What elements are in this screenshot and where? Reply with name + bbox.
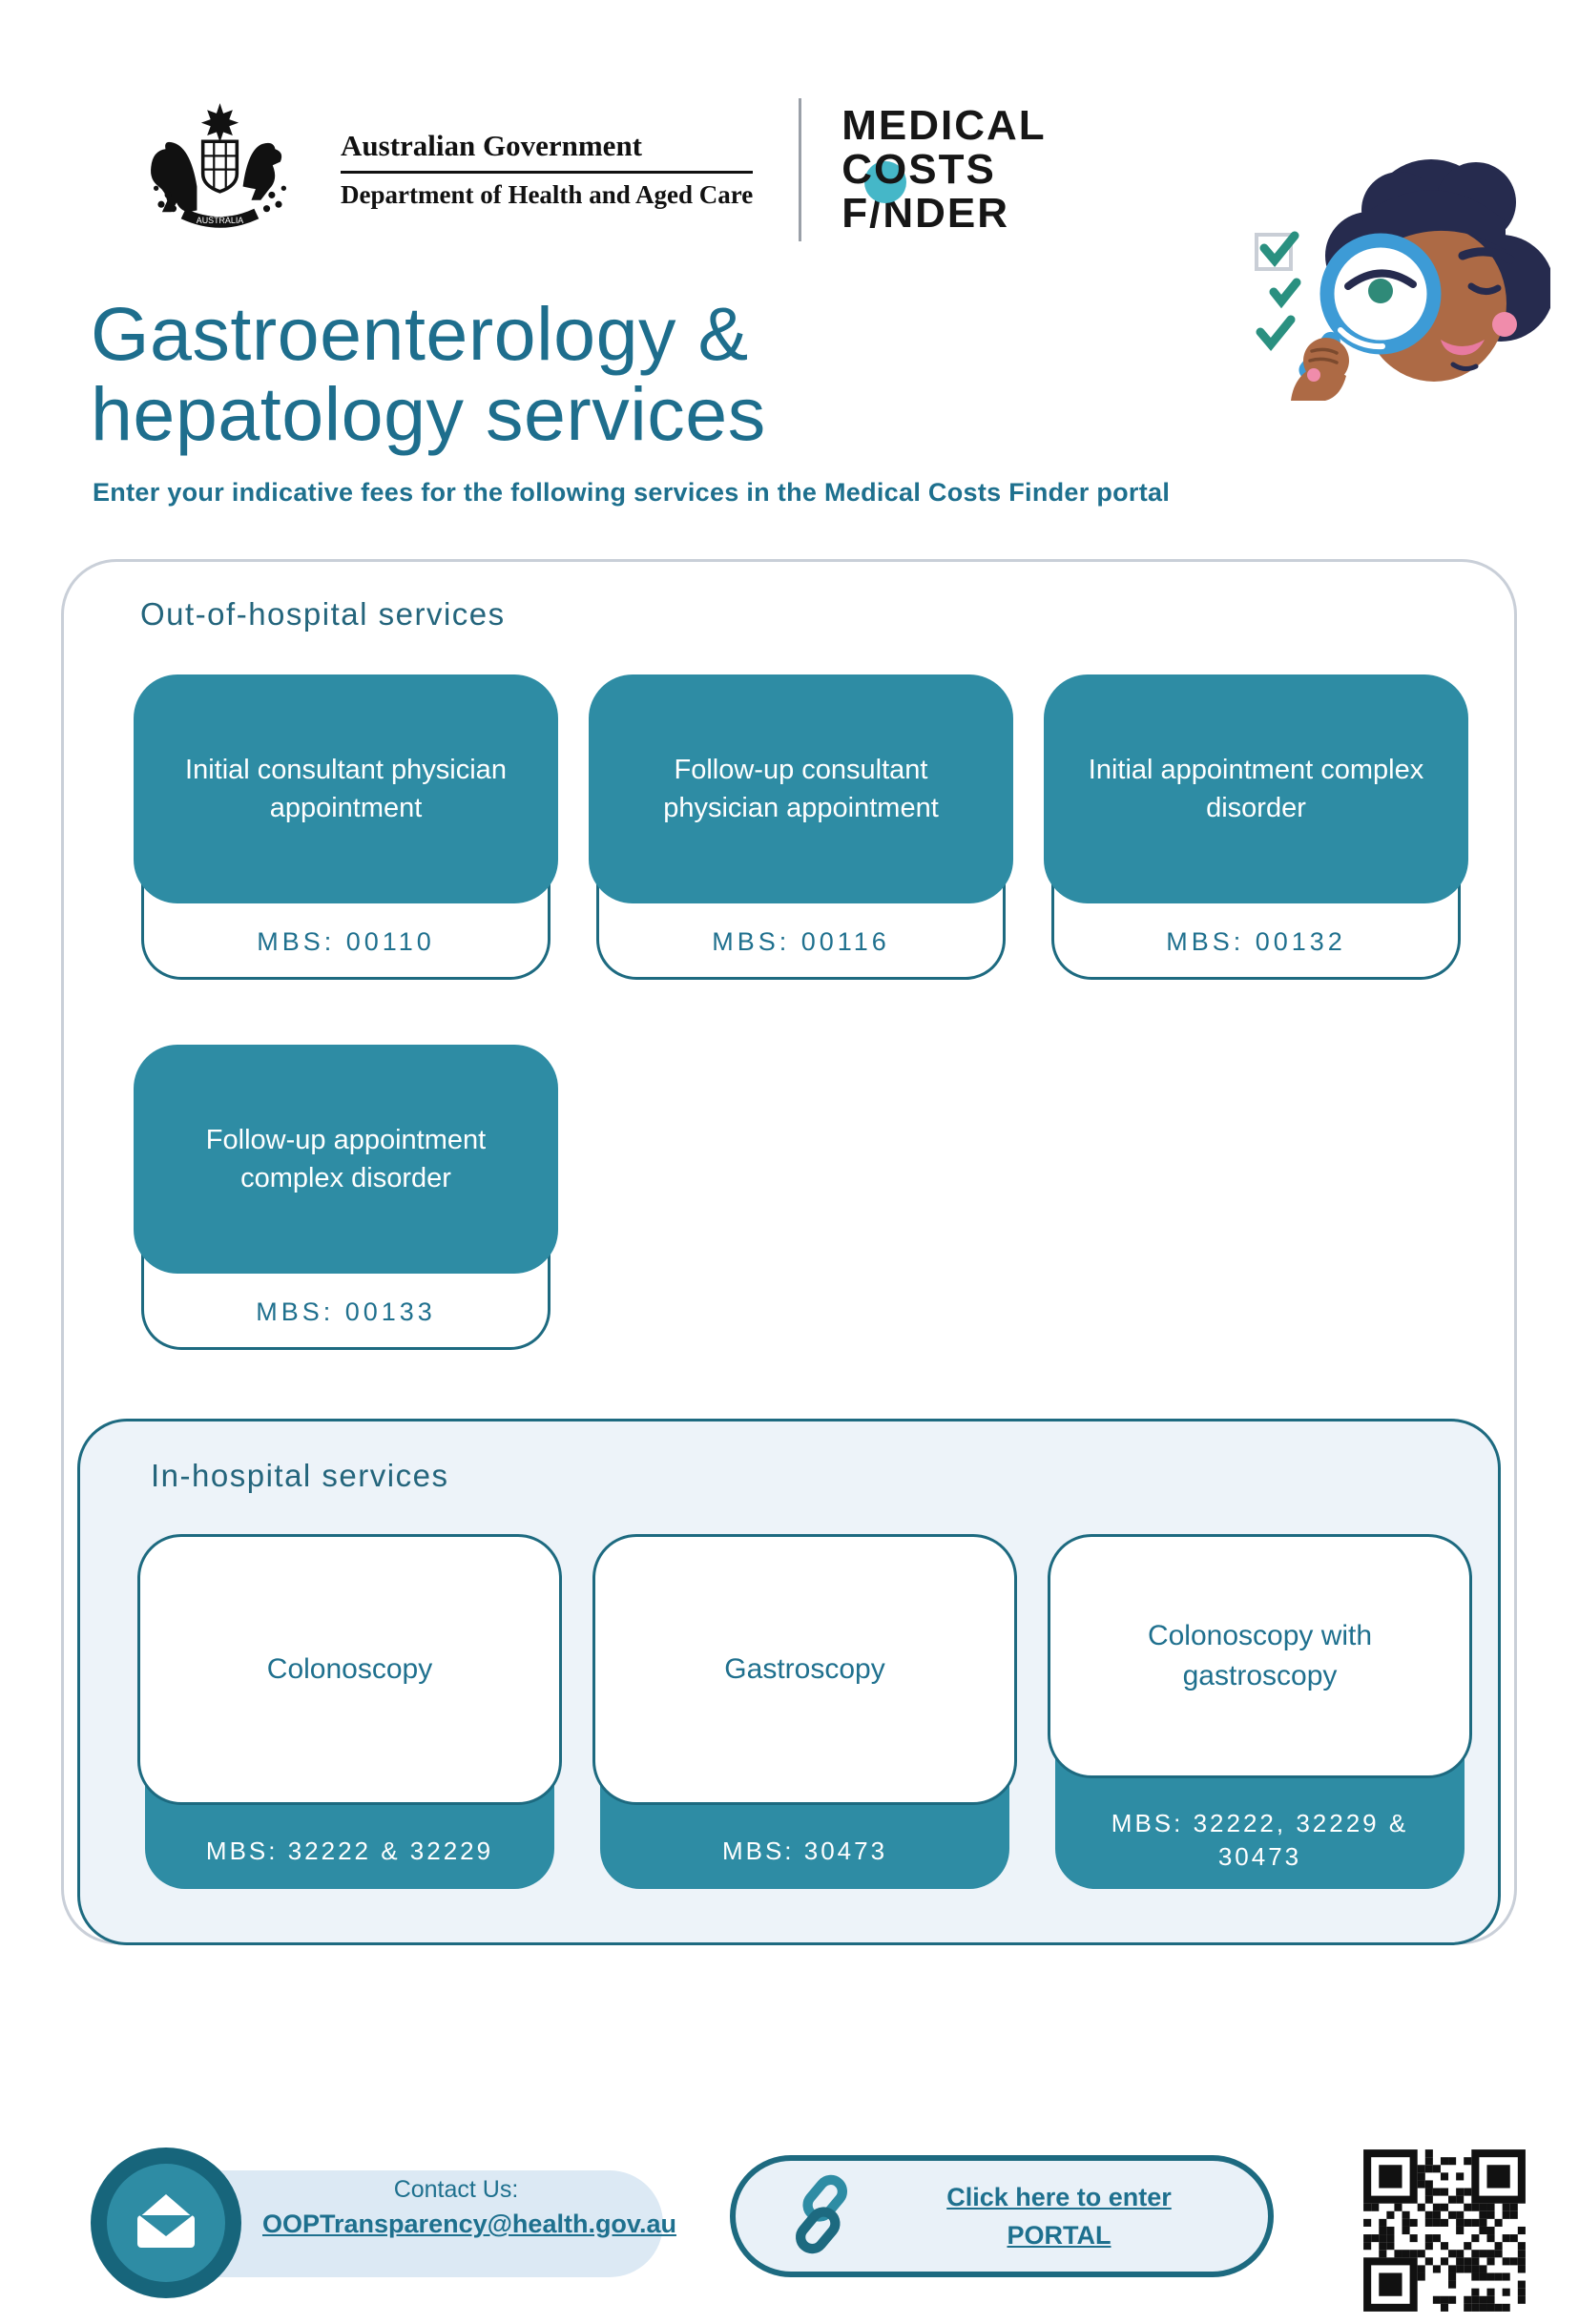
service-card-mbs: MBS: 32222, 32229 & 30473: [1111, 1809, 1409, 1872]
mcf-logo-line2: COSTS: [841, 147, 996, 203]
portal-button[interactable]: Click here to enter PORTAL: [730, 2155, 1274, 2277]
winking-eye: [1467, 282, 1502, 295]
crest-banner-text: AUSTRALIA: [197, 216, 244, 225]
service-card-mbs: MBS: 00116: [712, 927, 890, 957]
in-hospital-heading: In-hospital services: [151, 1458, 449, 1494]
service-card-title: Initial appointment complex disorder: [1044, 674, 1468, 904]
header-divider: [799, 97, 802, 241]
page-subtitle: Enter your indicative fees for the follo…: [93, 478, 1171, 508]
in-hospital-panel: In-hospital services Colonoscopy MBS: 32…: [77, 1419, 1501, 1946]
contact-label: Contact Us:: [393, 2176, 519, 2203]
out-of-hospital-cards-row1: Initial consultant physician appointment…: [134, 674, 1514, 981]
eyebrow: [1458, 247, 1515, 264]
footer: Contact Us: OOPTransparency@health.gov.a…: [0, 2142, 1579, 2323]
link-chain-icon: [781, 2174, 862, 2259]
service-card-mbs: MBS: 30473: [721, 1836, 888, 1866]
service-card-title: Follow-up consultant physician appointme…: [589, 674, 1013, 904]
service-card-title: Colonoscopy: [137, 1534, 562, 1806]
iris: [1368, 279, 1393, 303]
service-card: Initial consultant physician appointment…: [134, 674, 558, 981]
qr-code: [1356, 2142, 1533, 2319]
services-container: Out-of-hospital services Initial consult…: [61, 559, 1517, 1946]
crest-kangaroo: [151, 141, 197, 213]
magnifier-woman-illustration: [1236, 143, 1554, 401]
page-title: Gastroenterology & hepatology services: [91, 294, 1579, 453]
envelope-icon: [132, 2187, 200, 2260]
service-card: Follow-up appointment complex disorder M…: [134, 1045, 558, 1351]
page-title-line2: hepatology services: [91, 370, 766, 456]
gov-logo-line1: Australian Government: [341, 129, 754, 174]
portal-link-line2: PORTAL: [1007, 2221, 1112, 2250]
checkbox-icon: [1255, 233, 1293, 271]
service-card-title: Follow-up appointment complex disorder: [134, 1045, 558, 1275]
service-card: Colonoscopy MBS: 32222 & 32229: [137, 1534, 562, 1890]
service-card-mbs: MBS: 00132: [1166, 927, 1346, 957]
service-card-title: Initial consultant physician appointment: [134, 674, 558, 904]
crest-banner: [180, 208, 260, 228]
fingernail: [1307, 368, 1320, 382]
coat-of-arms-icon: AUSTRALIA: [122, 101, 318, 238]
lips: [1441, 340, 1485, 356]
envelope-badge: [91, 2148, 241, 2298]
eye-lid: [1344, 269, 1417, 290]
in-hospital-cards: Colonoscopy MBS: 32222 & 32229 Gastrosco…: [137, 1534, 1498, 1890]
lens-circle-icon: [864, 160, 907, 203]
gov-logo-line2: Department of Health and Aged Care: [341, 180, 754, 209]
service-card-mbs: MBS: 32222 & 32229: [205, 1836, 494, 1866]
contact-email-link[interactable]: OOPTransparency@health.gov.au: [262, 2210, 676, 2238]
australian-government-logo: AUSTRALIA Australian Government Departme…: [122, 101, 754, 238]
portal-link-line1: Click here to enter: [946, 2182, 1172, 2211]
service-card: Colonoscopy with gastroscopy MBS: 32222,…: [1048, 1534, 1472, 1890]
service-card: Follow-up consultant physician appointme…: [589, 674, 1013, 981]
mcf-logo-line3: F/NDER: [841, 189, 1009, 237]
page-title-line1: Gastroenterology &: [91, 291, 749, 376]
service-card: Gastroscopy MBS: 30473: [592, 1534, 1017, 1890]
cheek: [1492, 312, 1517, 337]
crest-star: [200, 103, 239, 143]
contact-block: Contact Us: OOPTransparency@health.gov.a…: [91, 2148, 676, 2298]
medical-costs-finder-logo: MEDICAL COSTS F/NDER: [841, 101, 1047, 237]
service-card-mbs: MBS: 00133: [256, 1297, 436, 1327]
service-card-title: Colonoscopy with gastroscopy: [1048, 1534, 1472, 1779]
header: AUSTRALIA Australian Government Departme…: [122, 91, 1579, 248]
service-card-mbs: MBS: 00110: [257, 927, 435, 957]
service-card-title: Gastroscopy: [592, 1534, 1017, 1806]
mcf-logo-line1: MEDICAL: [841, 101, 1047, 149]
service-card: Initial appointment complex disorder MBS…: [1044, 674, 1468, 981]
crest-emu: [242, 142, 282, 200]
out-of-hospital-heading: Out-of-hospital services: [140, 596, 506, 633]
out-of-hospital-cards-row2: Follow-up appointment complex disorder M…: [134, 1045, 1514, 1351]
checkmarks-icon: [1256, 231, 1301, 352]
